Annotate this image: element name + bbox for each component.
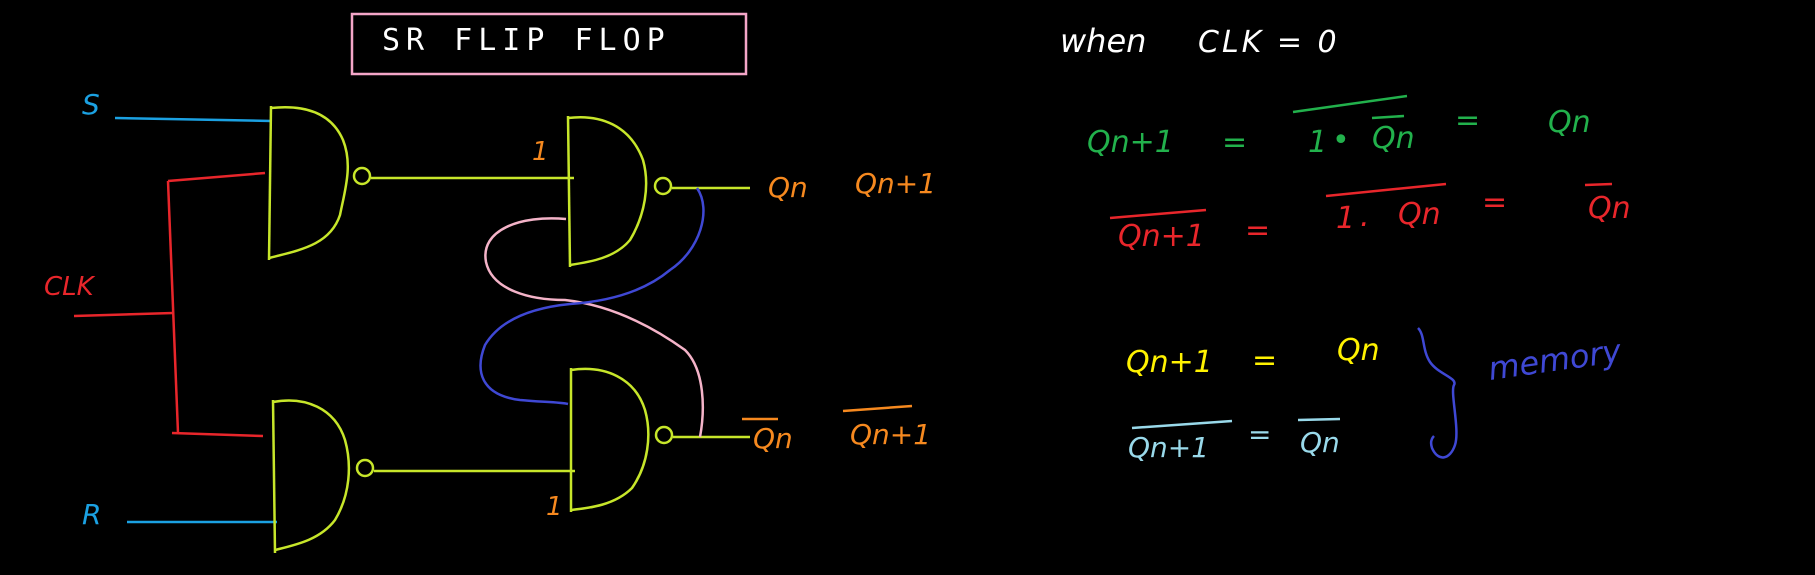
eq1-mid-dot: • [1332,123,1350,158]
condition-expr: CLK = 0 [1198,25,1340,60]
overbar [1292,94,1408,114]
eq2-mid-var: Qn [1398,197,1441,232]
clk-wiring [73,171,266,438]
memory-brace [1417,327,1458,459]
equation-1: Qn+1 = 1 • Qn = Qn [1087,94,1591,160]
output-q-n1: Qn+1 [855,167,936,200]
gate4-input-one: 1 [546,492,563,522]
output-q-n: Qn [768,171,808,204]
nand-gate-3 [566,115,750,268]
result-rhs-2: Qn [1300,426,1340,459]
s-input-wire [114,116,273,123]
eq2-mid-one: 1 [1336,201,1355,236]
overbar [1131,419,1233,430]
result-lhs-1: Qn+1 [1126,345,1213,380]
eq1-mid-var: Qn [1372,121,1415,156]
overbar [1297,417,1341,422]
gate3-input-one: 1 [532,137,549,167]
result-equals-1: = [1252,343,1277,378]
eq1-equals-2: = [1455,103,1480,138]
overbar [842,404,913,413]
overbar [1584,182,1613,187]
nand-gate-1 [267,105,574,261]
clk-input-label: CLK [44,272,96,302]
memory-note: memory [1486,332,1625,388]
eq2-rhs: Qn [1588,191,1631,226]
eq2-lhs: Qn+1 [1118,219,1205,254]
result-equals-2: = [1248,418,1271,451]
r-input-label: R [82,498,101,531]
eq1-lhs: Qn+1 [1087,125,1174,160]
inverter-bubble [653,176,673,196]
feedback-wire-pink [484,217,704,438]
result-rhs-1: Qn [1337,333,1380,368]
overbar [1371,114,1405,120]
output-q-n-bar: Qn [753,422,793,455]
equation-2: Qn+1 = 1 . Qn = Qn [1109,182,1631,254]
title-box [350,12,748,76]
inverter-bubble [654,425,674,445]
page-title: SR FLIP FLOP [382,23,671,58]
output-q-n1-bar: Qn+1 [850,418,931,451]
eq1-mid-one: 1 [1308,125,1327,160]
eq1-equals: = [1222,125,1247,160]
overbar [1325,182,1447,198]
eq2-equals: = [1245,213,1270,248]
eq2-mid-dot: . [1360,199,1370,234]
nand-gate-2 [271,399,575,554]
result-block: Qn+1 = Qn Qn+1 = Qn memory [1126,327,1625,464]
overbar [1109,208,1207,220]
nand-gate-4 [569,367,750,512]
result-lhs-2: Qn+1 [1128,431,1209,464]
feedback-wire-blue [479,187,705,406]
inverter-bubble [352,166,372,186]
eq2-equals-2: = [1482,185,1507,220]
inverter-bubble [355,458,375,478]
condition-when: when [1060,22,1146,60]
eq1-rhs: Qn [1548,105,1591,140]
s-input-label: S [82,88,100,121]
